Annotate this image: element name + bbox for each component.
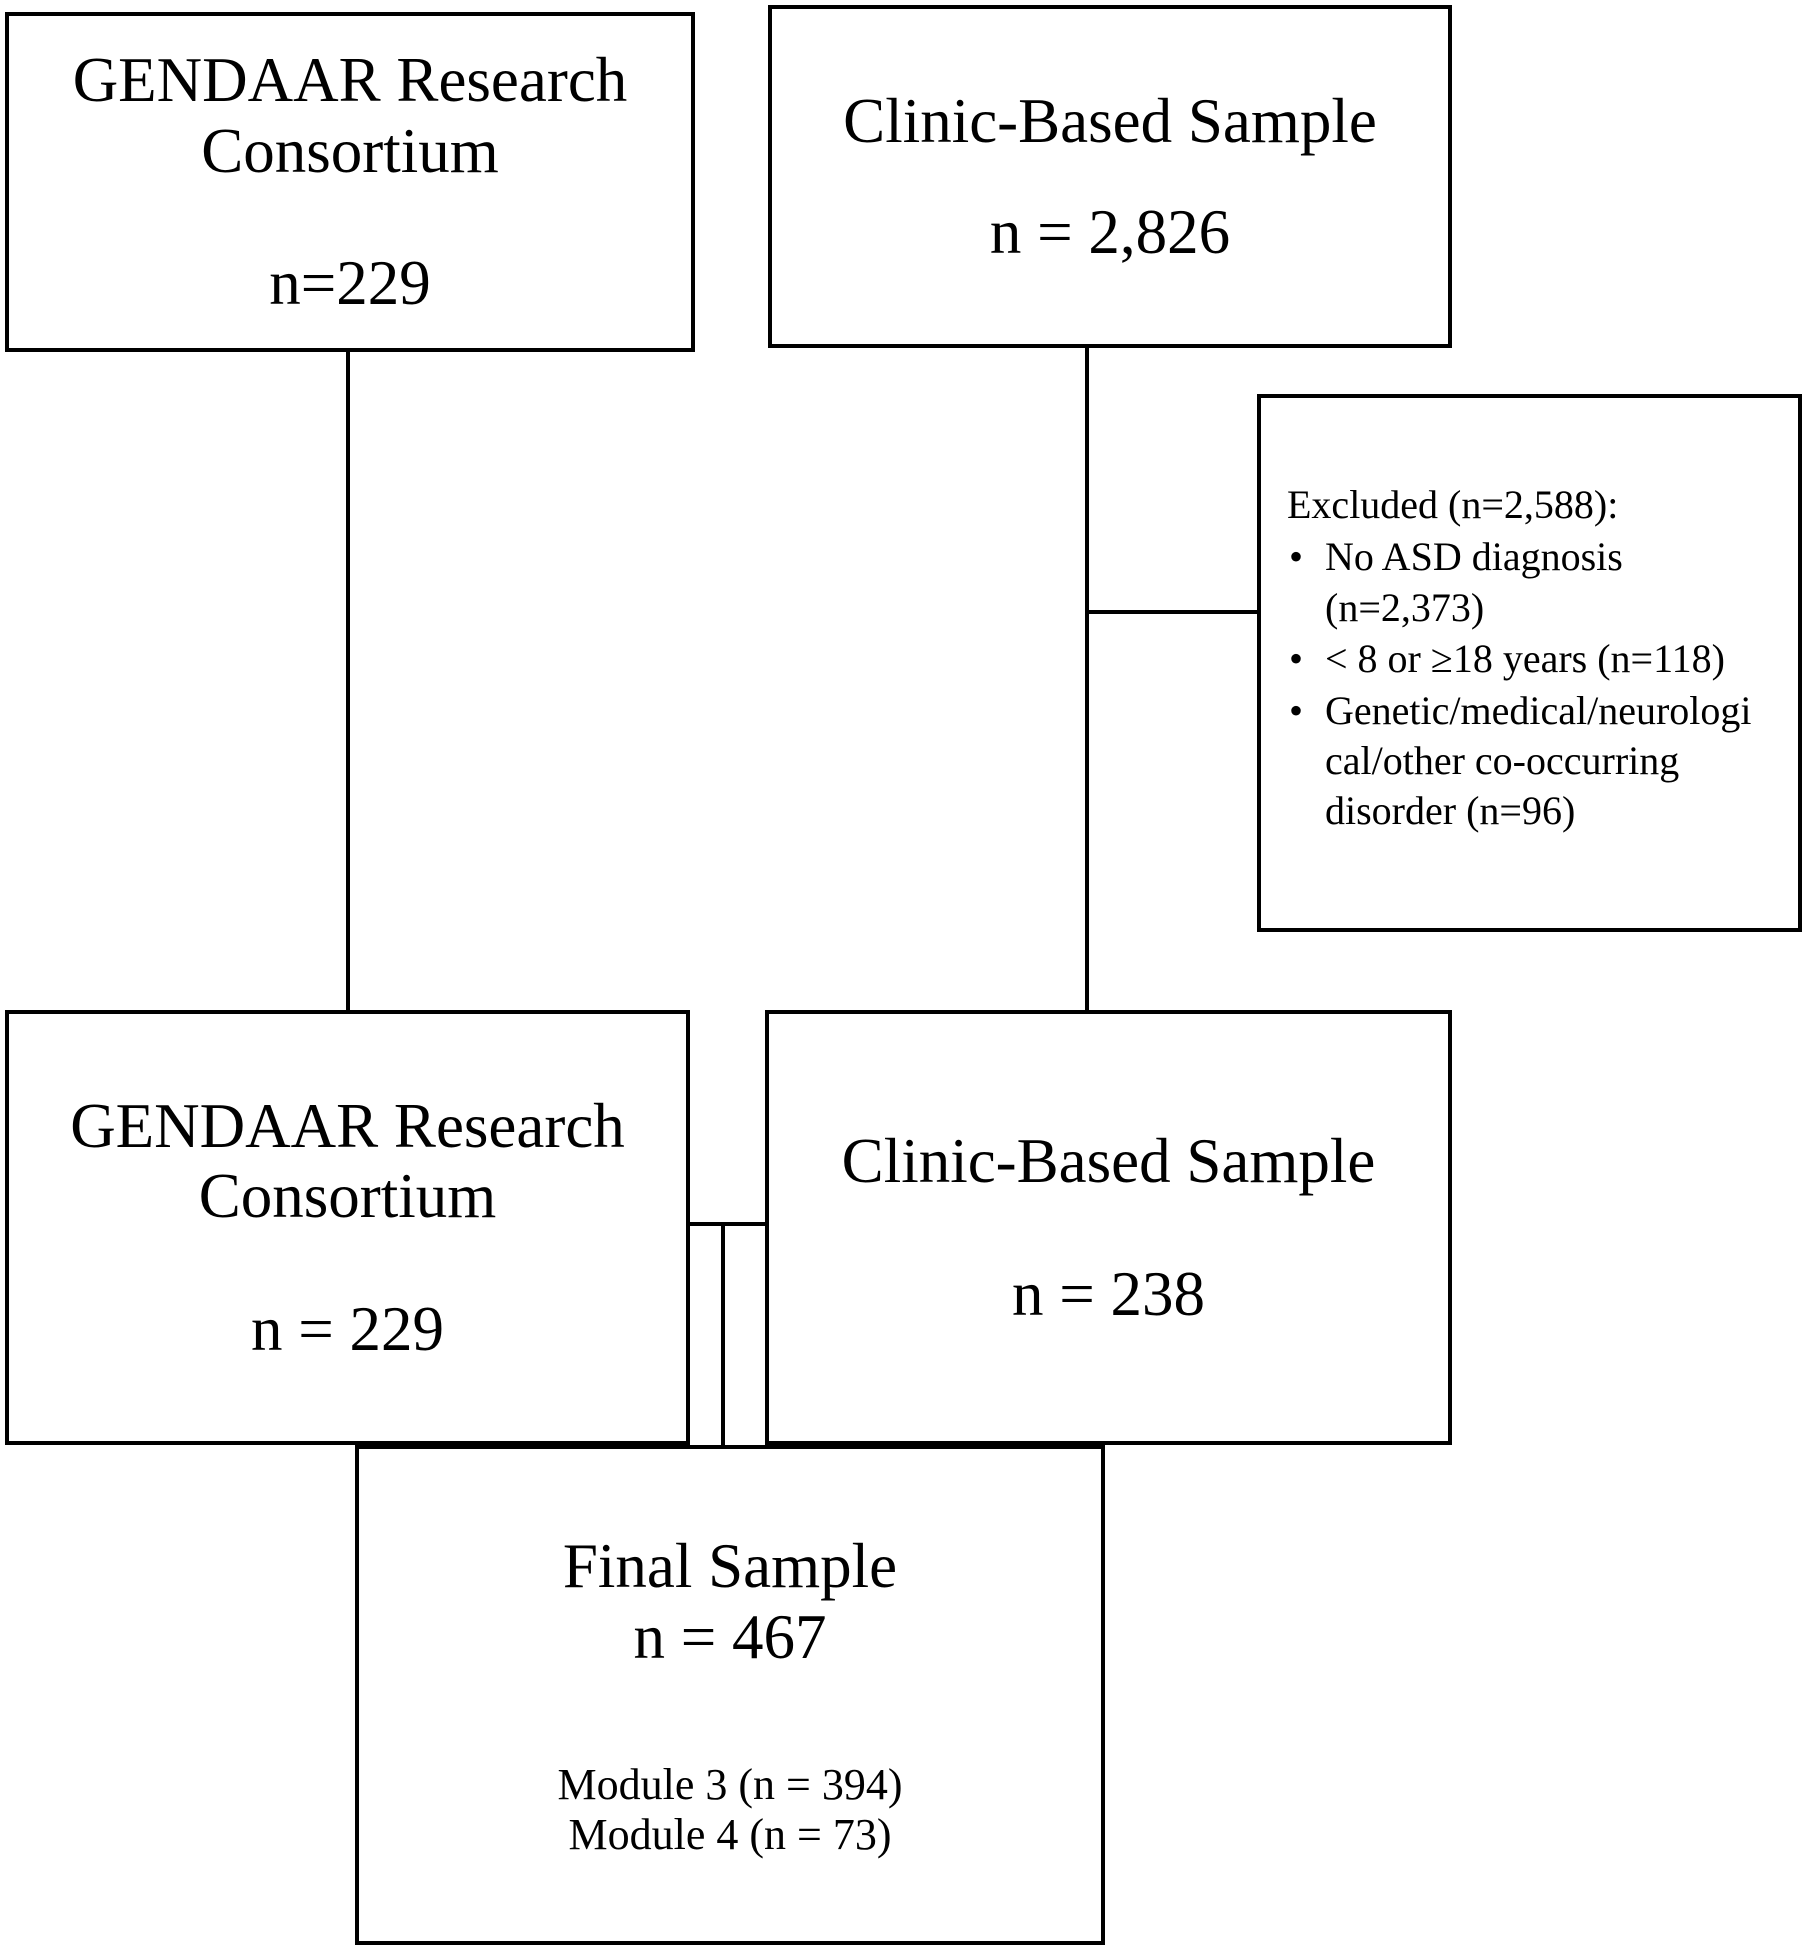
node-final-module3: Module 3 (n = 394) bbox=[557, 1760, 903, 1810]
excluded-item-2-line1: Genetic/medical/neurologi bbox=[1325, 687, 1752, 733]
node-gendaar-research-consortium-source: GENDAAR Research Consortium n=229 bbox=[5, 12, 695, 352]
node-final-count: n = 467 bbox=[633, 1601, 827, 1672]
excluded-list-item: • Genetic/medical/neurologi cal/other co… bbox=[1287, 686, 1772, 837]
node-gendaar-mid-line2: Consortium bbox=[198, 1161, 497, 1232]
bullet-icon: • bbox=[1289, 636, 1304, 682]
excluded-item-1-line1: < 8 or ≥18 years (n=118) bbox=[1325, 636, 1725, 682]
excluded-item-0-line1: No ASD diagnosis bbox=[1325, 534, 1623, 580]
excluded-item-2-line2: cal/other co-occurring bbox=[1325, 737, 1680, 783]
bullet-icon: • bbox=[1289, 534, 1304, 580]
bullet-icon: • bbox=[1289, 687, 1304, 733]
connector-gendaar-top-to-mid bbox=[346, 348, 350, 1014]
excluded-list-item: • < 8 or ≥18 years (n=118) bbox=[1287, 634, 1772, 684]
node-gendaar-research-consortium-retained: GENDAAR Research Consortium n = 229 bbox=[5, 1010, 690, 1445]
node-clinic-top-line1: Clinic-Based Sample bbox=[843, 85, 1377, 156]
connector-clinic-top-to-mid bbox=[1085, 344, 1089, 1014]
connector-mid-to-final bbox=[721, 1222, 725, 1449]
node-final-sample: Final Sample n = 467 Module 3 (n = 394) … bbox=[355, 1445, 1105, 1945]
connector-mid-boxes-join bbox=[688, 1222, 768, 1226]
node-excluded-criteria: Excluded (n=2,588): • No ASD diagnosis (… bbox=[1257, 394, 1802, 932]
node-gendaar-top-count: n=229 bbox=[269, 248, 431, 319]
node-final-module4: Module 4 (n = 73) bbox=[568, 1809, 892, 1859]
node-gendaar-top-line1: GENDAAR Research bbox=[72, 45, 628, 116]
node-clinic-top-count: n = 2,826 bbox=[989, 196, 1231, 267]
excluded-list: • No ASD diagnosis (n=2,373) • < 8 or ≥1… bbox=[1287, 532, 1772, 836]
node-clinic-based-sample-source: Clinic-Based Sample n = 2,826 bbox=[768, 5, 1452, 348]
excluded-title: Excluded (n=2,588): bbox=[1287, 482, 1619, 527]
excluded-item-0-line2: (n=2,373) bbox=[1325, 584, 1485, 630]
excluded-item-2-line3: disorder (n=96) bbox=[1325, 788, 1576, 834]
node-gendaar-mid-count: n = 229 bbox=[250, 1293, 445, 1364]
node-final-line1: Final Sample bbox=[562, 1531, 898, 1602]
connector-clinic-to-excluded bbox=[1085, 610, 1261, 614]
excluded-list-item: • No ASD diagnosis (n=2,373) bbox=[1287, 532, 1772, 633]
node-clinic-mid-count: n = 238 bbox=[1011, 1258, 1206, 1329]
node-gendaar-mid-line1: GENDAAR Research bbox=[70, 1090, 625, 1161]
node-clinic-based-sample-retained: Clinic-Based Sample n = 238 bbox=[765, 1010, 1452, 1445]
node-gendaar-top-line2: Consortium bbox=[201, 115, 499, 186]
node-clinic-mid-line1: Clinic-Based Sample bbox=[841, 1125, 1376, 1196]
